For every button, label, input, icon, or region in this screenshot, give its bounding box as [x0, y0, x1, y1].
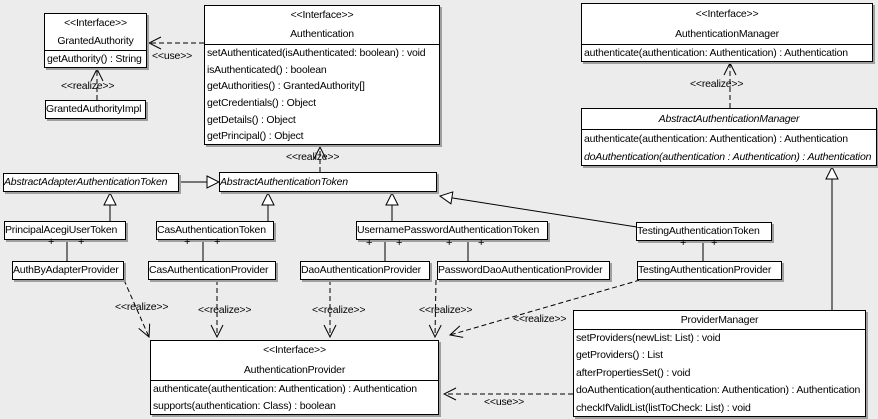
method-label: getDetails() : Object — [207, 113, 296, 126]
class-name: UsernamePasswordAuthenticationToken — [357, 224, 540, 236]
method-label: isAuthenticated() : boolean — [207, 63, 327, 76]
multiplicity-label: + — [184, 236, 191, 248]
method-label: authenticate(authentication: Authenticat… — [153, 383, 417, 395]
class-name: AuthenticationManager — [675, 28, 779, 40]
class-abstract-authentication-manager: AbstractAuthenticationManager authentica… — [581, 108, 877, 166]
stereotype-label: <<Interface>> — [64, 17, 127, 29]
class-name: AuthenticationProvider — [243, 363, 346, 376]
multiplicity-label: + — [478, 237, 485, 249]
method-label: setAuthenticated(isAuthenticated: boolea… — [207, 47, 426, 59]
class-auth-by-adapter-provider: AuthByAdapterProvider — [12, 261, 124, 280]
class-authentication-provider: <<Interface>> AuthenticationProvider aut… — [150, 340, 439, 415]
method-label: afterPropertiesSet() : void — [576, 366, 691, 379]
class-header: <<Interface>> Authentication — [205, 6, 439, 45]
class-cas-authentication-provider: CasAuthenticationProvider — [148, 261, 276, 280]
multiplicity-label: + — [48, 236, 55, 248]
use-label: <<use>> — [152, 50, 193, 62]
method-label: setProviders(newList: List) : void — [576, 332, 721, 344]
multiplicity-label: + — [396, 237, 403, 249]
use-label: <<use>> — [484, 396, 525, 408]
method-label: supports(authentication: Class) : boolea… — [153, 400, 336, 412]
class-header: <<Interface>> AuthenticationProvider — [151, 341, 438, 381]
multiplicity-label: + — [214, 236, 221, 248]
method-label: getPrincipal() : Object — [207, 130, 304, 143]
method-label: getAuthorities() : GrantedAuthority[] — [207, 80, 365, 93]
class-abstract-authentication-token: AbstractAuthenticationToken — [219, 172, 437, 192]
class-name: CasAuthenticationToken — [157, 224, 266, 236]
method-label: checkIfValidList(listToCheck: List) : vo… — [576, 401, 751, 414]
stereotype-label: <<Interface>> — [263, 344, 326, 356]
class-name: TestingAuthenticationProvider — [638, 264, 772, 276]
class-abstract-adapter-authentication-token: AbstractAdapterAuthenticationToken — [3, 173, 179, 192]
method-label: authenticate(authentication: Authenticat… — [584, 133, 848, 145]
method-label: getCredentials() : Object — [207, 97, 316, 110]
realize-label: <<realize>> — [198, 304, 252, 316]
class-authentication: <<Interface>> Authentication setAuthenti… — [204, 5, 440, 145]
class-testing-authentication-token: TestingAuthenticationToken — [636, 222, 772, 241]
class-principal-acegi-user-token: PrincipalAcegiUserToken — [4, 221, 126, 240]
multiplicity-label: + — [711, 237, 718, 249]
method-label: doAuthentication(authentication : Authen… — [584, 151, 872, 163]
association-lines — [66, 240, 704, 261]
class-username-password-authentication-token: UsernamePasswordAuthenticationToken — [356, 221, 548, 240]
class-name: Authentication — [290, 28, 354, 40]
class-name: AuthByAdapterProvider — [13, 264, 119, 276]
class-header: ProviderManager — [574, 311, 865, 330]
class-header: AbstractAuthenticationManager — [582, 109, 876, 130]
realize-label: <<realize>> — [312, 304, 366, 316]
class-granted-authority: <<Interface>> GrantedAuthority getAuthor… — [44, 13, 147, 68]
multiplicity-label: + — [78, 236, 85, 248]
class-name: AbstractAuthenticationToken — [220, 176, 348, 188]
realize-label: <<realize>> — [513, 313, 567, 325]
class-name: CasAuthenticationProvider — [149, 264, 269, 276]
class-name: PrincipalAcegiUserToken — [5, 224, 118, 236]
class-testing-authentication-provider: TestingAuthenticationProvider — [637, 261, 782, 280]
class-header: <<Interface>> AuthenticationManager — [582, 4, 872, 45]
class-authentication-manager: <<Interface>> AuthenticationManager auth… — [581, 3, 873, 62]
realize-label: <<realize>> — [61, 80, 115, 92]
realize-label: <<realize>> — [286, 151, 340, 163]
class-granted-authority-impl: GrantedAuthorityImpl — [45, 100, 146, 119]
class-name: DaoAuthenticationProvider — [301, 264, 421, 276]
realize-label: <<realize>> — [115, 301, 169, 313]
class-name: GrantedAuthorityImpl — [46, 103, 142, 115]
class-password-dao-authentication-provider: PasswordDaoAuthenticationProvider — [437, 261, 610, 280]
multiplicity-label: + — [680, 237, 687, 249]
class-name: GrantedAuthority — [57, 35, 134, 47]
method-label: getProviders() : List — [576, 349, 663, 362]
class-header: <<Interface>> GrantedAuthority — [45, 14, 146, 51]
stereotype-label: <<Interface>> — [290, 9, 354, 21]
method-label: doAuthentication(authentication: Authent… — [576, 384, 861, 397]
class-name: ProviderManager — [680, 314, 759, 326]
class-name: AbstractAdapterAuthenticationToken — [4, 176, 168, 188]
class-cas-authentication-token: CasAuthenticationToken — [156, 221, 274, 240]
method-label: authenticate(authentication: Authenticat… — [584, 47, 848, 59]
multiplicity-label: + — [366, 237, 373, 249]
class-name: AbstractAuthenticationManager — [658, 113, 800, 125]
stereotype-label: <<Interface>> — [695, 8, 759, 20]
class-provider-manager: ProviderManager setProviders(newList: Li… — [573, 310, 866, 417]
realize-label: <<realize>> — [419, 304, 473, 316]
multiplicity-label: + — [446, 237, 453, 249]
class-name: PasswordDaoAuthenticationProvider — [438, 264, 603, 276]
method-label: getAuthority() : String — [47, 53, 142, 65]
class-name: TestingAuthenticationToken — [637, 225, 760, 237]
realize-label: <<realize>> — [690, 78, 744, 90]
class-dao-authentication-provider: DaoAuthenticationProvider — [300, 261, 430, 280]
